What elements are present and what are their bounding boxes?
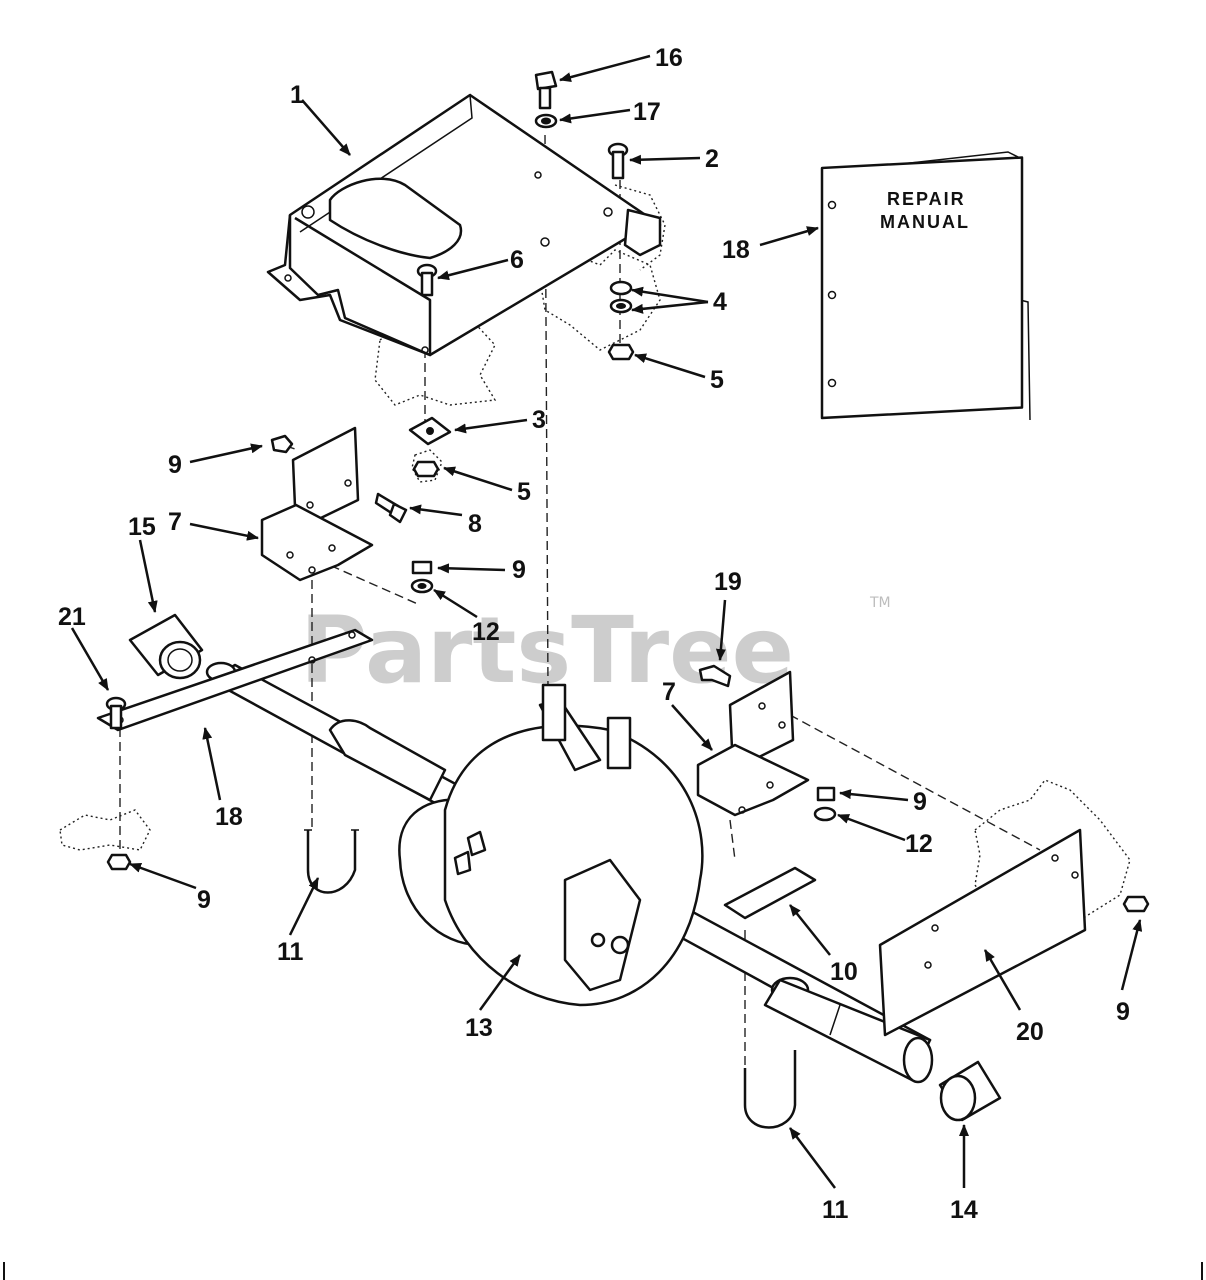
manual-title-line1: REPAIR: [887, 189, 966, 209]
callout-16: 16: [655, 44, 683, 72]
hardware-top: [270, 70, 635, 594]
callout-18-strap: 18: [215, 803, 243, 831]
repair-manual: REPAIR MANUAL: [820, 151, 1031, 421]
callout-11-right: 11: [822, 1196, 849, 1224]
part-7-bracket-right: [696, 670, 810, 817]
part-21-bolt: [105, 696, 127, 730]
callout-9-lower-left: 9: [197, 886, 211, 914]
callout-9-upper-left: 9: [168, 451, 182, 479]
part-11-ubolt-left: [304, 829, 359, 894]
watermark-tm: TM: [869, 595, 891, 611]
callout-12-left: 12: [472, 618, 500, 646]
callout-11-left: 11: [277, 938, 304, 966]
callout-10: 10: [830, 958, 858, 986]
callout-9-center: 9: [512, 556, 526, 584]
part-15-spacer: [128, 613, 204, 680]
callout-9-right-bracket: 9: [913, 788, 927, 816]
callout-1: 1: [290, 81, 304, 109]
part-1-mounting-plate: [266, 93, 662, 357]
callout-15: 15: [128, 513, 156, 541]
callout-14: 14: [950, 1196, 978, 1224]
callout-2: 2: [705, 145, 719, 173]
hardware-right: [106, 786, 1150, 913]
callout-8: 8: [468, 510, 482, 538]
part-13-transaxle: [205, 661, 934, 1084]
part-10-plate: [723, 866, 817, 920]
callout-labels: 1 16 17 2 18 6 4 5 3 9 5 8 7 15 9 12 21 …: [58, 44, 1130, 1224]
callout-7-right: 7: [662, 678, 676, 706]
part-19-bolt: [698, 664, 732, 688]
callout-21: 21: [58, 603, 86, 631]
part-20-plate: [878, 828, 1087, 1037]
manual-title-line2: MANUAL: [880, 212, 970, 232]
callout-17: 17: [633, 98, 661, 126]
callout-5-upper: 5: [710, 366, 724, 394]
callout-7-left: 7: [168, 508, 182, 536]
callout-3: 3: [532, 406, 546, 434]
callout-5-lower: 5: [517, 478, 531, 506]
callout-18-manual: 18: [722, 236, 750, 264]
part-14-spacer: [938, 1060, 1002, 1122]
leader-arrows: [70, 54, 1143, 1189]
callout-6: 6: [510, 246, 524, 274]
callout-13: 13: [465, 1014, 493, 1042]
callout-4: 4: [713, 288, 727, 316]
part-11-ubolt-right: [743, 1050, 797, 1129]
callout-19: 19: [714, 568, 742, 596]
callout-12-right: 12: [905, 830, 933, 858]
part-7-bracket-left: [260, 426, 374, 582]
callout-9-far-right: 9: [1116, 998, 1130, 1026]
callout-20: 20: [1016, 1018, 1044, 1046]
